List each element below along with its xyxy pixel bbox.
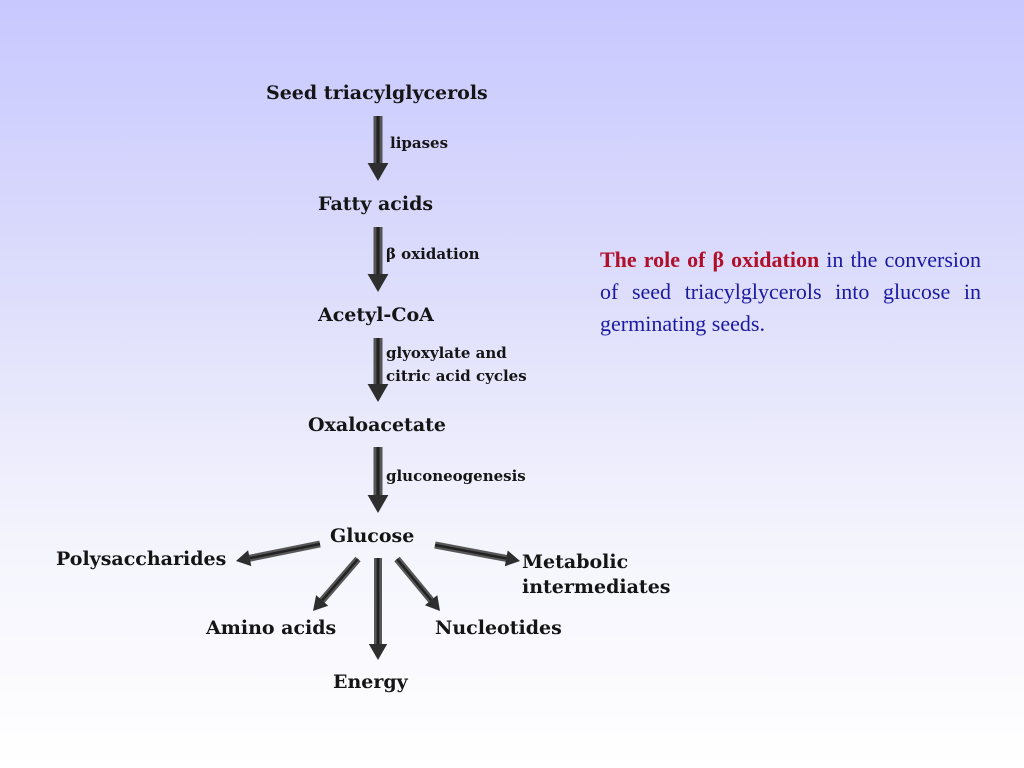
arrow-to-polysaccharides-head [236, 550, 252, 567]
arrow-to-amino-acids-shaft-highlight [321, 558, 359, 602]
arrow-gluconeogenesis [367, 447, 389, 513]
step-label-glyoxylate-citric-cycles: glyoxylate and citric acid cycles [386, 344, 527, 385]
arrow-to-metabolic-head [504, 550, 520, 567]
node-acetyl-coa: Acetyl-CoA [318, 304, 434, 326]
node-oxaloacetate: Oxaloacetate [308, 414, 447, 436]
arrow-to-nucleotides-shaft-highlight [396, 558, 433, 601]
arrow-to-energy-head [368, 644, 388, 660]
arrow-to-nucleotides-head [424, 595, 440, 611]
node-metabolic-intermediates: Metabolic intermediates [522, 551, 671, 598]
arrow-beta-oxidation [367, 227, 389, 292]
step-label-lipases: lipases [390, 134, 449, 152]
node-glucose: Glucose [330, 525, 415, 547]
arrow-beta-oxidation-head [367, 274, 389, 292]
node-amino-acids: Amino acids [206, 617, 337, 639]
caption: The role of β oxidation in the conversio… [600, 244, 981, 340]
node-energy: Energy [333, 671, 408, 693]
arrow-to-amino-acids-head [313, 595, 329, 611]
arrow-to-polysaccharides [236, 540, 321, 567]
caption-highlight: The role of β oxidation [600, 247, 820, 272]
arrow-cycles [367, 338, 389, 402]
arrow-gluconeogenesis-head [367, 495, 389, 513]
arrow-to-metabolic [434, 541, 520, 567]
node-polysaccharides: Polysaccharides [56, 548, 227, 570]
arrow-lipases [367, 116, 389, 181]
arrow-to-metabolic-shaft-highlight [434, 543, 507, 560]
arrow-to-polysaccharides-shaft-highlight [249, 542, 321, 560]
arrow-to-nucleotides [394, 556, 440, 611]
step-label-gluconeogenesis: gluconeogenesis [386, 467, 526, 485]
caption-text: in the conversion of seed triacylglycero… [600, 247, 981, 336]
node-seed-triacylglycerols: Seed triacylglycerols [266, 82, 488, 104]
arrow-to-amino-acids [313, 556, 361, 611]
arrow-cycles-head [367, 384, 389, 402]
arrow-lipases-head [367, 163, 389, 181]
node-nucleotides: Nucleotides [435, 617, 562, 639]
arrow-to-energy [368, 558, 388, 660]
node-fatty-acids: Fatty acids [318, 193, 434, 215]
step-label-beta-oxidation: β oxidation [386, 245, 480, 263]
